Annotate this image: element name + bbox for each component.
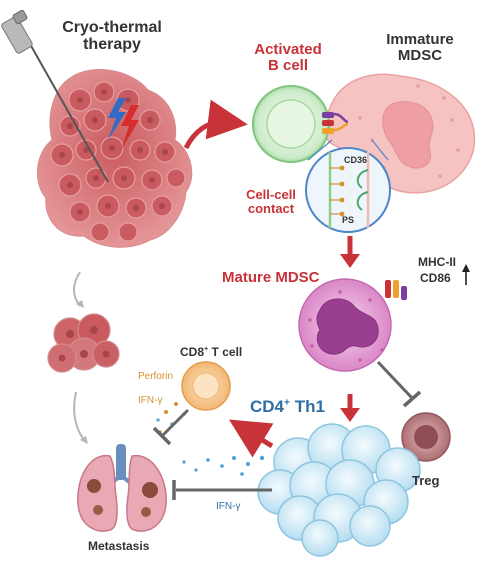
arrow-to-cd8 xyxy=(228,419,274,458)
therapy-label-line2: therapy xyxy=(83,35,141,53)
ifn-gamma-bottom-label: IFN-γ xyxy=(216,501,241,512)
immature-mdsc-label: Immature MDSC xyxy=(370,32,470,64)
lightning-icon xyxy=(108,98,139,150)
ifn-gamma-top-label: IFN-γ xyxy=(138,395,163,406)
th1-ifn-dots xyxy=(182,455,265,476)
treg-cell xyxy=(401,412,451,462)
activated-b-cell xyxy=(252,85,330,163)
primary-tumor xyxy=(36,69,193,248)
perforin-label: Perforin xyxy=(138,371,174,382)
receptor-pair xyxy=(322,112,349,134)
cd4-th1-label-rest: Th1 xyxy=(289,397,325,416)
cryo-probe-icon xyxy=(1,9,109,183)
arrow-tumor-down xyxy=(73,271,81,307)
immature-mdsc-label-line1: Immature xyxy=(386,31,454,48)
therapy-label-line1: Cryo-thermal xyxy=(62,19,162,36)
cd8-label-sup: + xyxy=(204,344,209,353)
treg-label: Treg xyxy=(412,473,440,488)
arrow-to-b-cell xyxy=(183,99,248,150)
arrow-to-mature-mdsc xyxy=(340,236,360,268)
activated-b-cell-label: Activated B cell xyxy=(248,42,328,74)
immature-mdsc-label-line2: MDSC xyxy=(397,46,443,64)
cd4-th1-label-base: CD4 xyxy=(250,397,285,416)
cd8-t-cell xyxy=(181,361,231,411)
metastasis-label: Metastasis xyxy=(88,539,150,553)
contact-label-line1: Cell-cell xyxy=(246,187,296,202)
contact-label: Cell-cell contact xyxy=(236,188,306,215)
ps-label: PS xyxy=(342,215,355,225)
therapy-label: Cryo-thermal therapy xyxy=(52,19,172,54)
contact-zoom xyxy=(305,139,391,233)
arrow-to-th1 xyxy=(340,394,360,422)
mhc-receptor xyxy=(385,280,407,300)
mature-mdsc-label: Mature MDSC xyxy=(222,269,320,286)
small-tumor-cluster xyxy=(47,313,120,373)
cd8-label-base: CD8 xyxy=(180,345,205,359)
cd4-th1-cluster xyxy=(257,423,421,557)
cd8-label-rest: T cell xyxy=(208,345,243,359)
inhibit-metastasis-cd8 xyxy=(152,408,190,446)
arrow-to-lungs xyxy=(73,391,85,441)
cd8-label: CD8+ T cell xyxy=(180,344,243,359)
cd4-th1-label: CD4+ Th1 xyxy=(250,398,325,416)
inhibit-metastasis-th1 xyxy=(172,480,272,500)
mature-mdsc-cell xyxy=(298,278,392,372)
upregulation-arrow-icon xyxy=(462,264,470,285)
activated-b-cell-label-line1: Activated xyxy=(254,41,322,58)
contact-label-line2: contact xyxy=(247,200,295,216)
cd4-th1-label-sup: + xyxy=(284,397,290,409)
cd86-label: CD86 xyxy=(420,271,451,285)
inhibit-treg xyxy=(376,360,422,408)
activated-b-cell-label-line2: B cell xyxy=(267,56,309,74)
cd36-label: CD36 xyxy=(344,155,368,165)
lungs-icon xyxy=(77,444,167,532)
mhc-ii-label: MHC-II xyxy=(418,255,456,269)
